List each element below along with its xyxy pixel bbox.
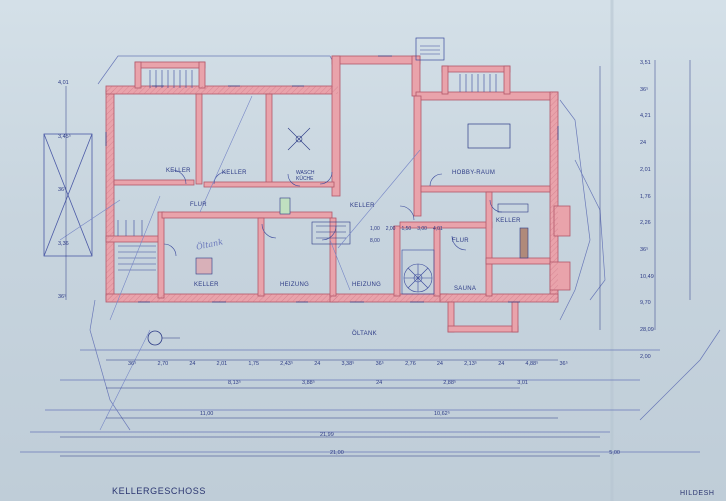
walls bbox=[105, 55, 571, 333]
dimension-row-3: 11,00 10,62⁵ bbox=[200, 411, 450, 417]
dimension-label: 1,76 bbox=[640, 193, 651, 200]
dimension-label: 2,88⁵ bbox=[443, 380, 457, 386]
dimension-label: 8,00 bbox=[370, 238, 380, 244]
dimension-label: 2,01 bbox=[640, 166, 651, 173]
dimension-label: 36⁵ bbox=[559, 361, 568, 367]
top-stairs bbox=[149, 45, 497, 92]
washroom-fixture bbox=[287, 127, 311, 151]
dimension-label: 3,36 bbox=[58, 240, 69, 247]
dimension-row-1: 36⁵ 2,70 24 2,01 1,75 2,43⁵ 24 3,38⁵ 36⁵ 2,76 24 2,… bbox=[128, 361, 568, 367]
dimension-label: 2,13⁵ bbox=[464, 361, 478, 367]
room-label-keller-5: KELLER bbox=[496, 218, 521, 224]
room-label-flur-1: FLUR bbox=[190, 202, 207, 208]
dimension-label: 4,21 bbox=[640, 113, 651, 120]
dimension-label: 36⁵ bbox=[128, 361, 137, 367]
dimension-label: 24 bbox=[436, 361, 443, 367]
interior-stairs-left bbox=[117, 220, 156, 271]
room-label-heizung-1: HEIZUNG bbox=[280, 282, 310, 288]
dimension-label: 3,51 bbox=[640, 60, 651, 66]
dimension-label: 2,00 bbox=[385, 226, 396, 232]
dimension-label: 36⁵ bbox=[640, 247, 649, 254]
dimension-label: 2,76 bbox=[405, 361, 416, 367]
dimension-label: 4,01 bbox=[58, 80, 69, 86]
hobby-table bbox=[467, 123, 511, 149]
pencil-lines bbox=[59, 95, 421, 431]
dimension-label: 21,00 bbox=[330, 450, 344, 456]
windows bbox=[105, 55, 559, 303]
dimension-label: 2,01 bbox=[216, 361, 228, 367]
dimension-label: 3,88⁵ bbox=[302, 380, 316, 386]
dimension-label: 4,01 bbox=[432, 226, 443, 232]
dimension-label: 9,70 bbox=[640, 300, 651, 307]
dimension-label: 3,38⁵ bbox=[341, 361, 355, 367]
heating-equipment bbox=[195, 197, 529, 275]
room-label-flur-2: FLUR bbox=[452, 238, 469, 244]
room-label-keller-3: KELLER bbox=[350, 203, 375, 209]
dimension-label: 10,49 bbox=[640, 273, 654, 280]
dimension-column-right: 3,51 36⁵ 4,21 24 2,01 1,76 2,26 36⁵ 10,49 9,70 28,… bbox=[640, 60, 654, 360]
room-label-waschkueche: WASCH KÜCHE bbox=[296, 170, 315, 182]
dimension-label: 4,88⁵ bbox=[525, 361, 539, 367]
dimension-label: 21,99 bbox=[320, 432, 334, 438]
plan-title: KELLERGESCHOSS bbox=[112, 486, 206, 496]
dimension-label: 36⁵ bbox=[640, 86, 649, 93]
dimension-label: 28,09 bbox=[640, 327, 654, 334]
dimension-label: 1,75 bbox=[248, 361, 260, 367]
wall-hatching bbox=[106, 86, 558, 302]
dimension-label: 24 bbox=[498, 361, 505, 367]
survey-marker bbox=[147, 330, 163, 346]
dimension-label: 3,00 bbox=[417, 226, 427, 232]
dimension-label: 2,70 bbox=[157, 361, 169, 367]
dimension-lines bbox=[60, 60, 691, 457]
room-label-heizung-2: HEIZUNG bbox=[352, 282, 382, 288]
external-stairs bbox=[43, 133, 93, 257]
dimension-label: 1,50 bbox=[401, 226, 412, 232]
dimension-label: 24 bbox=[376, 380, 383, 386]
room-label-sauna: SAUNA bbox=[454, 286, 477, 292]
dimension-label: 2,26 bbox=[640, 220, 651, 227]
room-label-keller-2: KELLER bbox=[222, 170, 247, 176]
dimension-label: 2,43⁵ bbox=[280, 361, 294, 367]
dimension-small-labels: 1,00 2,00 1,50 3,00 4,01 8,00 bbox=[370, 226, 450, 244]
dimension-label: 24 bbox=[314, 361, 321, 367]
dimension-label: 36⁵ bbox=[58, 294, 67, 300]
spiral-stairs bbox=[401, 249, 435, 295]
dimension-label: 11,00 bbox=[200, 411, 214, 417]
dimension-label: 10,62⁵ bbox=[433, 411, 450, 417]
dimension-label: 24 bbox=[640, 140, 647, 147]
room-label-oeltank: ÖLTANK bbox=[352, 331, 377, 337]
dimension-label: 36⁵ bbox=[58, 187, 67, 193]
corner-text: HILDESH bbox=[680, 490, 715, 497]
dimension-label: 36⁵ bbox=[375, 361, 384, 367]
site-outline bbox=[20, 55, 721, 453]
dimension-column-left: 4,01 3,45⁵ 36⁵ 3,36 36⁵ bbox=[58, 80, 71, 300]
dimension-label: 1,00 bbox=[370, 226, 380, 232]
room-label-hobby: HOBBY-RAUM bbox=[452, 170, 496, 176]
dimension-label: 5,00 bbox=[609, 450, 620, 456]
dimension-row-4: 21,99 bbox=[320, 432, 334, 438]
dimension-row-5: 21,00 5,00 bbox=[330, 450, 620, 456]
dimension-label: 3,01 bbox=[517, 380, 528, 386]
dimension-row-2: 8,13⁵ 3,88⁵ 24 2,88⁵ 3,01 bbox=[228, 380, 528, 386]
dimension-label: 8,13⁵ bbox=[228, 380, 241, 386]
dimension-label: 24 bbox=[189, 361, 196, 367]
room-label-keller-4: KELLER bbox=[194, 282, 219, 288]
room-label-keller-1: KELLER bbox=[166, 168, 191, 174]
dimension-label: 2,00 bbox=[640, 353, 651, 360]
dimension-label: 3,45⁵ bbox=[58, 133, 71, 140]
